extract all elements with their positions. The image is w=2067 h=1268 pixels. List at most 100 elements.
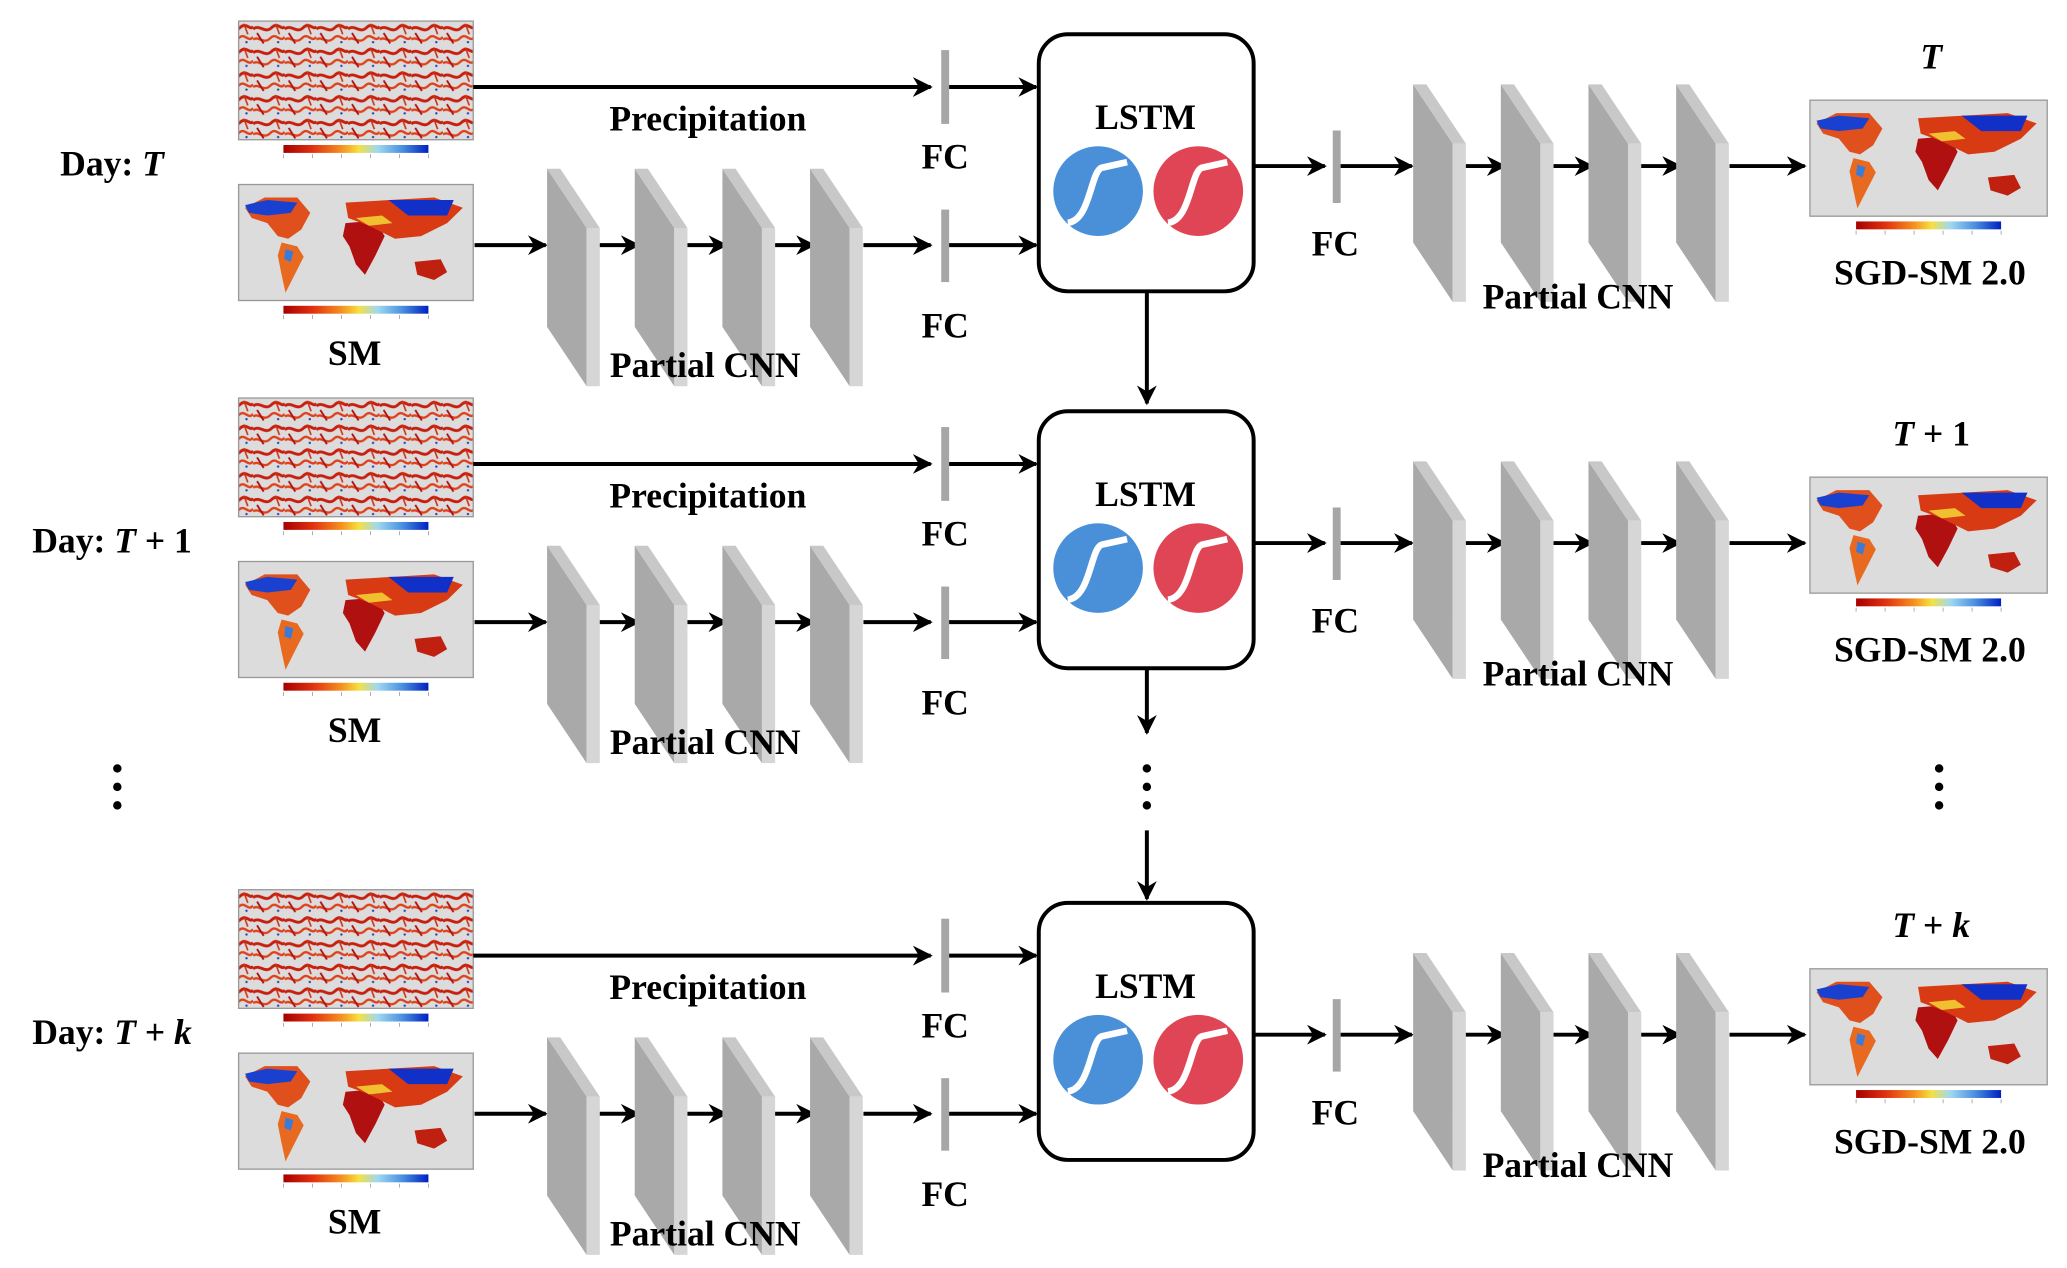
cnn-layer-side xyxy=(1715,1012,1729,1171)
soil-mid-band xyxy=(355,215,393,226)
output-partial-cnn-label: Partial CNN xyxy=(1483,1145,1674,1185)
lstm-ellipsis xyxy=(1142,764,1152,810)
colorbar-gradient xyxy=(283,1174,429,1183)
output-map-colorbar xyxy=(1855,598,2002,612)
soil-wet-eurasia xyxy=(388,199,454,216)
cnn-layer-top xyxy=(1413,952,1466,1013)
cnn-layer-top xyxy=(1413,461,1466,521)
output-partial-cnn xyxy=(1340,952,1729,1171)
cnn-layer-1 xyxy=(1413,952,1466,1171)
precipitation-fc-label: FC xyxy=(921,514,968,554)
sm-fc-layer xyxy=(941,1078,950,1151)
cnn-layer-front xyxy=(1588,952,1629,1171)
continent-africa xyxy=(342,220,385,275)
lstm-cell: LSTM xyxy=(1036,409,1256,671)
output-time-label: T xyxy=(1920,37,1943,77)
colorbar-gradient xyxy=(283,1013,429,1022)
day-label-suffix: + k xyxy=(136,1012,192,1052)
cnn-layer-top xyxy=(1588,952,1642,1013)
cnn-layer-3 xyxy=(1588,461,1642,679)
cnn-layer-top xyxy=(1500,461,1554,521)
cnn-layer-side xyxy=(849,228,863,387)
cnn-layer-top xyxy=(547,168,600,229)
cnn-layer-front xyxy=(810,545,850,764)
day-label-time: T xyxy=(114,520,137,560)
day-label-suffix: + 1 xyxy=(136,520,192,560)
cnn-layer-side xyxy=(761,228,776,387)
sigmoid-curve-icon xyxy=(1166,158,1228,227)
cnn-layer-top xyxy=(547,545,600,606)
cnn-layer-front xyxy=(1676,84,1716,302)
soil-wet-band xyxy=(1816,984,1870,1000)
ellipsis-dot xyxy=(1142,782,1152,792)
output-fc-layer xyxy=(1332,507,1341,580)
sm-fc-label: FC xyxy=(921,1174,968,1214)
cnn-layer-top xyxy=(722,168,776,229)
day-label-suffix-part: + xyxy=(136,1012,174,1052)
cnn-layer-side xyxy=(674,1096,688,1255)
continent-australia xyxy=(1987,1043,2021,1065)
sigmoid-curve-icon xyxy=(1066,1027,1128,1095)
cnn-layer-3 xyxy=(722,168,776,387)
soil-wet-patch xyxy=(284,1117,294,1131)
forget-gate-sigmoid-icon xyxy=(1153,1014,1244,1105)
output-time-label: T + 1 xyxy=(1892,414,1970,454)
sigmoid-circle xyxy=(1153,1014,1244,1105)
soil-wet-band xyxy=(1816,115,1870,132)
cnn-layer-side xyxy=(674,605,688,764)
day-label: Day: T + k xyxy=(32,1012,192,1052)
cnn-layer-3 xyxy=(722,1037,776,1255)
output-time-label: T + k xyxy=(1892,905,1970,945)
sm-fc-layer xyxy=(941,209,950,283)
cnn-layer-side xyxy=(674,228,688,387)
cnn-layer-side xyxy=(849,605,863,764)
input-partial-cnn-label: Partial CNN xyxy=(610,1214,801,1254)
cnn-layer-side xyxy=(1628,143,1642,302)
precipitation-fc-layer xyxy=(941,918,950,993)
left-ellipsis xyxy=(113,764,122,810)
sm-map xyxy=(237,1052,474,1188)
output-time-suffix: k xyxy=(1952,905,1970,945)
cnn-layer-front xyxy=(547,545,587,764)
output-time-T: T xyxy=(1920,37,1943,77)
cnn-layer-front xyxy=(810,1037,850,1255)
output-fc-label: FC xyxy=(1312,1092,1359,1132)
cnn-layer-1 xyxy=(547,168,600,387)
links-layer xyxy=(113,292,1944,901)
cnn-layer-4 xyxy=(810,545,863,764)
cnn-layer-front xyxy=(1588,461,1629,679)
ellipsis-dot xyxy=(1142,764,1152,773)
soil-wet-band xyxy=(1816,492,1870,509)
precipitation-label: Precipitation xyxy=(609,475,806,515)
sm-fc-layer xyxy=(941,586,950,660)
cnn-layer-top xyxy=(1500,84,1554,144)
cnn-layer-top xyxy=(634,168,688,229)
continent-south-america xyxy=(1849,535,1876,586)
cnn-layer-3 xyxy=(1588,952,1642,1171)
continent-south-america xyxy=(277,619,304,670)
ellipsis-dot xyxy=(113,764,122,773)
cnn-layer-top xyxy=(810,1037,863,1097)
sm-map xyxy=(237,183,474,319)
output-product-label: SGD-SM 2.0 xyxy=(1834,253,2026,293)
sigmoid-curve-icon xyxy=(1066,158,1128,227)
soil-mid-band xyxy=(355,592,393,603)
lstm-cell: LSTM xyxy=(1036,900,1256,1162)
ellipsis-dot xyxy=(113,801,122,810)
continent-south-america xyxy=(1849,158,1876,209)
continent-africa xyxy=(342,1089,385,1144)
cnn-layer-2 xyxy=(1500,84,1554,302)
cnn-layer-front xyxy=(634,1037,675,1255)
soil-wet-eurasia xyxy=(1961,115,2028,132)
day-label-prefix: Day: xyxy=(60,143,142,183)
cnn-layer-3 xyxy=(722,545,776,764)
continent-africa xyxy=(1915,513,1958,568)
day-label-time: T xyxy=(142,143,165,183)
cnn-layer-front xyxy=(722,1037,762,1255)
input-partial-cnn-label: Partial CNN xyxy=(610,722,801,762)
sm-fc-label: FC xyxy=(921,682,968,722)
cnn-layer-side xyxy=(849,1096,863,1255)
input-partial-cnn xyxy=(474,1037,863,1255)
cnn-layer-side xyxy=(761,1096,776,1255)
